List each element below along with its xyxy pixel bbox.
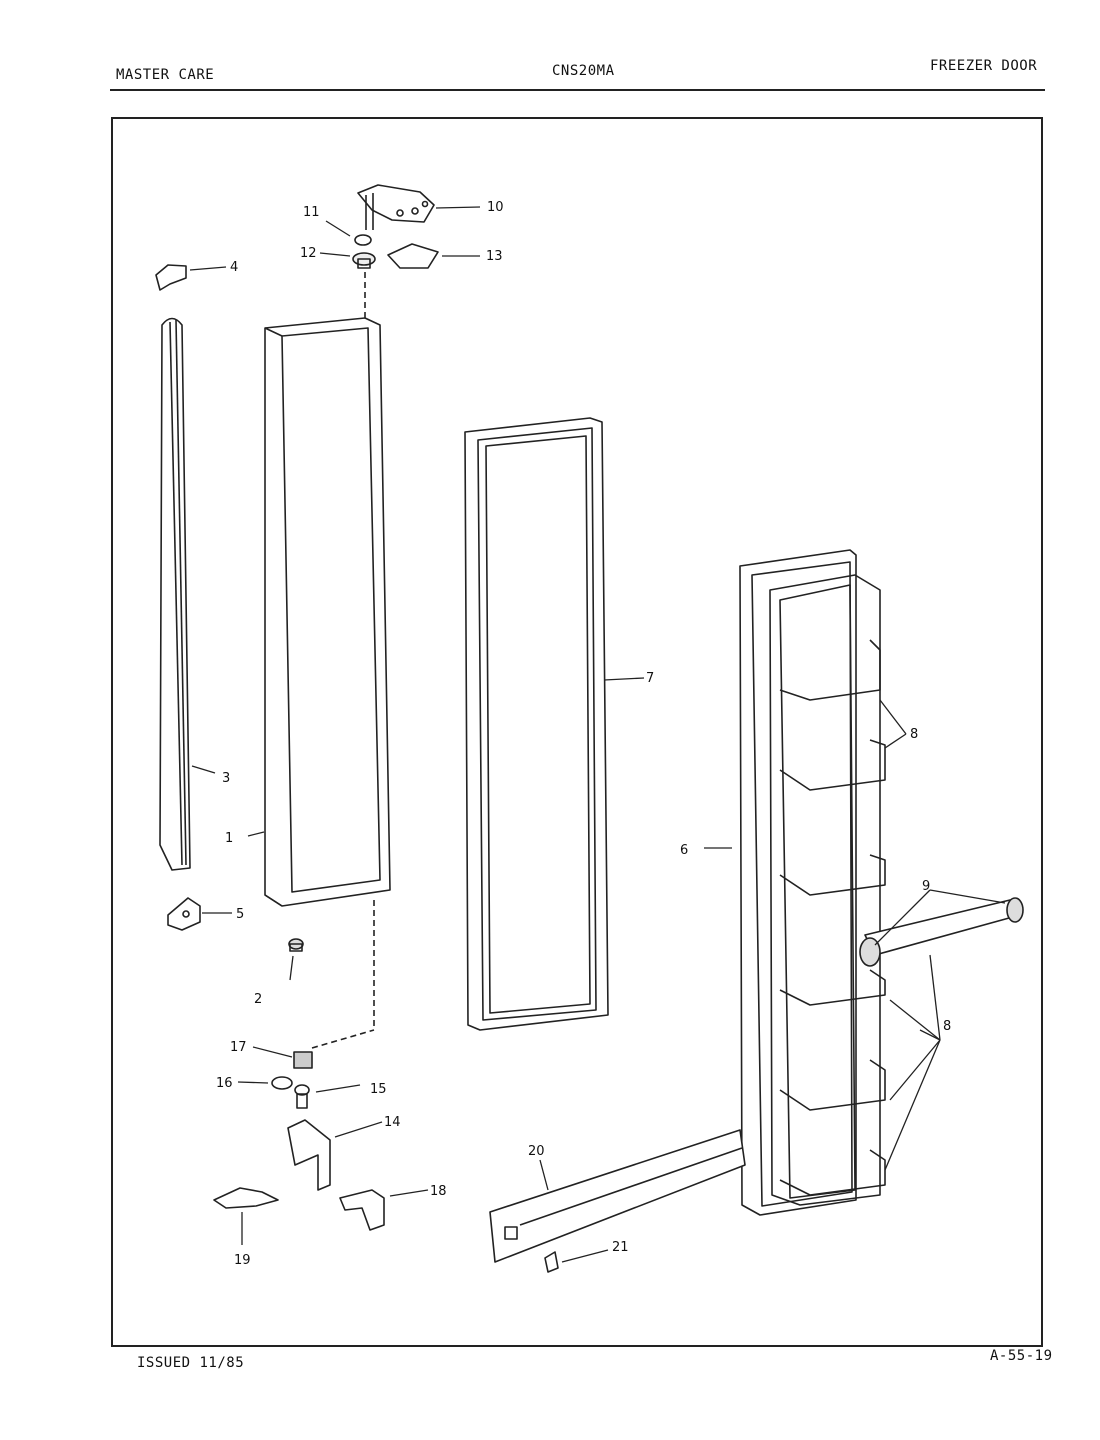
callout-9: 9 [922,879,930,894]
callout-11: 11 [303,205,320,220]
callout-15: 15 [370,1082,387,1097]
callout-18: 18 [430,1184,447,1199]
callout-8a: 8 [910,727,918,742]
callout-5: 5 [236,907,244,922]
part-14-bracket [287,1119,331,1191]
footer-issued: ISSUED 11/85 [137,1355,245,1371]
callout-17: 17 [230,1040,247,1055]
callout-3: 3 [222,771,230,786]
callout-14: 14 [384,1115,401,1130]
callout-2: 2 [254,992,262,1007]
part-3-strip [159,317,191,871]
part-6-liner [739,549,886,1216]
part-19-plate [213,1187,279,1209]
footer-code: A-55-19 [990,1348,1053,1364]
part-17-spring [293,1051,313,1069]
callout-7: 7 [646,671,654,686]
diagram-frame [111,117,1043,1347]
header-rule [110,89,1045,91]
callout-10: 10 [487,200,504,215]
part-20-rail [489,1129,746,1263]
callout-12: 12 [300,246,317,261]
callout-13: 13 [486,249,503,264]
part-4-bracket [155,264,187,291]
part-21-clip [544,1251,559,1273]
part-1-door-frame [264,317,391,907]
part-12-bushing [352,252,376,269]
callout-20: 20 [528,1144,545,1159]
callout-6: 6 [680,843,688,858]
header-right: FREEZER DOOR [930,58,1038,74]
part-11-washer [354,234,372,246]
callout-16: 16 [216,1076,233,1091]
part-7-gasket [464,417,609,1031]
callout-1: 1 [225,831,233,846]
part-9-bar [859,897,1024,967]
part-13-plate [387,243,439,269]
header-left: MASTER CARE [116,67,215,83]
callout-4: 4 [230,260,238,275]
callout-8b: 8 [943,1019,951,1034]
callout-19: 19 [234,1253,251,1268]
part-10-hinge [357,184,435,230]
part-15-stud [294,1084,310,1109]
callout-21: 21 [612,1240,629,1255]
callout-labels: 1 2 3 4 5 6 7 8 8 8 9 10 11 12 13 14 15 … [216,200,951,1268]
header-model: CNS20MA [552,63,615,79]
part-16-washer [271,1076,293,1090]
part-2-grommet [288,938,304,952]
part-18-plate [339,1189,385,1231]
part-5-bracket [167,897,201,931]
